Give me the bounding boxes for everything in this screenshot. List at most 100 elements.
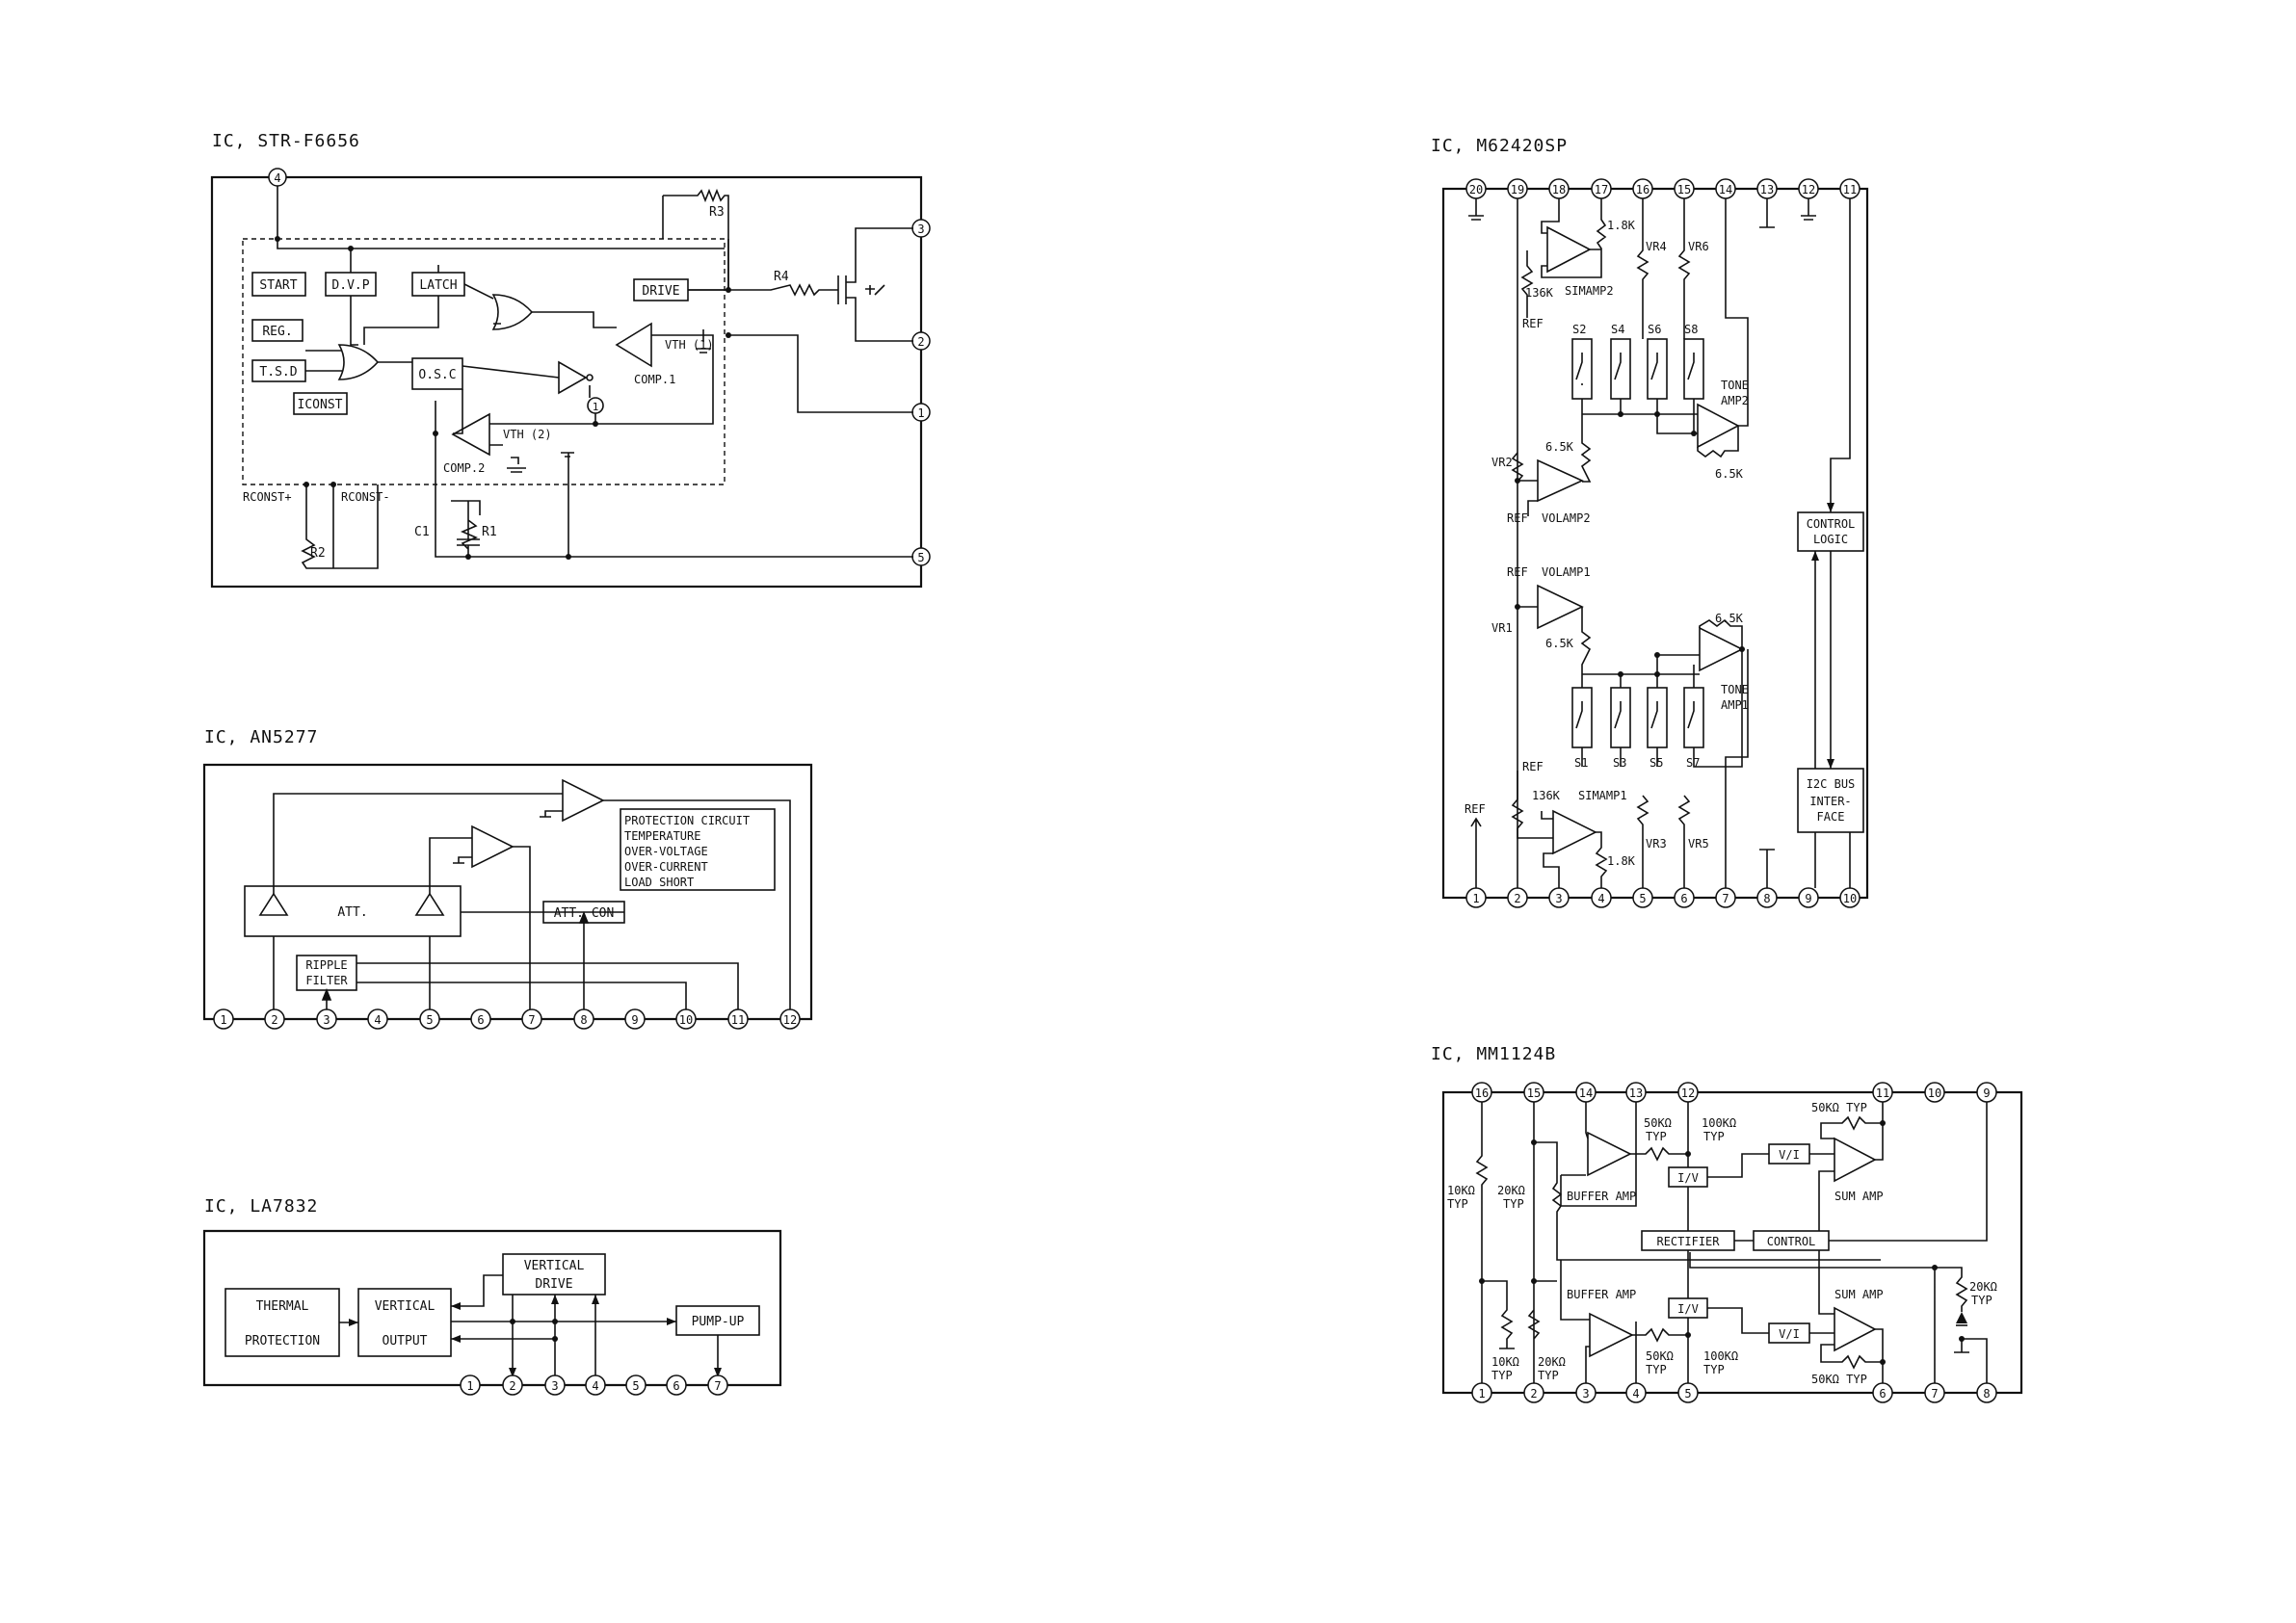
svg-text:14: 14 [1579,1086,1593,1100]
str-drive-label: DRIVE [642,284,679,299]
la-vout-line-2: OUTPUT [383,1334,428,1348]
diagram-mm1124b: 16 15 14 13 12 11 10 9 1 2 3 4 5 6 7 8 I… [1441,1082,2023,1403]
m6-opamps [1537,225,1744,855]
str-rconst-minus: RCONST- [341,490,390,504]
diagram-an5277: ATT. ATT. CON RIPPLE FILTER PROTECTION C… [202,763,813,1030]
str-reg-block [251,319,303,342]
svg-text:REF: REF [1507,565,1528,579]
svg-text:7: 7 [1931,1387,1938,1400]
svg-text:TYP: TYP [1503,1197,1524,1211]
la-vdrive-line-2: DRIVE [535,1277,572,1292]
svg-text:2: 2 [1514,892,1520,905]
svg-text:V/I: V/I [1779,1148,1800,1162]
str-osc-block [411,357,463,390]
svg-text:5: 5 [632,1379,639,1393]
svg-text:13: 13 [1760,183,1774,196]
svg-text:16: 16 [1636,183,1649,196]
svg-text:10KΩ: 10KΩ [1491,1355,1519,1369]
mm-outline [1441,1090,2023,1395]
la-vdrive-block [502,1253,606,1296]
svg-text:RECTIFIER: RECTIFIER [1656,1235,1720,1248]
title-la7832: IC, LA7832 [204,1196,319,1217]
svg-text:TYP: TYP [1703,1363,1725,1376]
m6-pins-bottom: 1 2 3 4 5 6 7 8 9 10 [1465,887,1861,908]
svg-text:S1: S1 [1574,756,1588,770]
m6-i2c-line-2: INTER- [1809,795,1851,808]
svg-text:7: 7 [714,1379,721,1393]
title-an5277: IC, AN5277 [204,727,319,747]
la-vdrive-line-1: VERTICAL [524,1259,585,1273]
svg-text:20KΩ: 20KΩ [1538,1355,1566,1369]
svg-text:VR1: VR1 [1491,621,1513,635]
la-arrows [349,1295,722,1377]
str-r2-label: R2 [310,546,326,561]
str-r3-label: R3 [709,205,725,220]
svg-text:S8: S8 [1684,323,1698,336]
title-str-f6656: IC, STR-F6656 [212,131,360,151]
an-protection-line-5: LOAD SHORT [624,876,694,889]
m6-i2c-line-1: I2C BUS [1807,777,1856,791]
la-thermal-line-1: THERMAL [256,1299,309,1314]
svg-text:BUFFER AMP: BUFFER AMP [1567,1190,1636,1203]
svg-text:VR5: VR5 [1688,837,1709,851]
svg-text:11: 11 [1876,1086,1889,1100]
svg-text:SIMAMP1: SIMAMP1 [1578,789,1627,802]
an-protection-line-2: TEMPERATURE [624,829,700,843]
str-reg-label: REG. [262,325,292,339]
svg-text:VR2: VR2 [1491,456,1513,469]
svg-text:3: 3 [1555,892,1562,905]
svg-text:1: 1 [1472,892,1479,905]
svg-text:136K: 136K [1532,789,1561,802]
str-r4-label: R4 [774,270,789,284]
svg-text:6: 6 [477,1013,484,1027]
str-r1-label: R1 [482,525,497,539]
svg-text:I/V: I/V [1677,1302,1699,1316]
svg-text:1: 1 [593,401,599,413]
str-iconst-label: ICONST [298,398,343,412]
svg-text:17: 17 [1595,183,1608,196]
an-pins: 1 2 3 4 5 6 7 8 9 10 11 12 [213,1008,801,1030]
svg-text:1.8K: 1.8K [1607,219,1636,232]
str-vth2-label: VTH (2) [503,428,552,441]
str-pin-5: 5 [911,547,931,566]
str-control-boundary [242,238,726,485]
svg-text:9: 9 [1983,1086,1990,1100]
svg-text:19: 19 [1511,183,1524,196]
svg-text:1.8K: 1.8K [1607,854,1636,868]
svg-text:8: 8 [1983,1387,1990,1400]
svg-text:6.5K: 6.5K [1715,467,1744,481]
mm-opamps [1587,1131,1877,1358]
svg-text:VR4: VR4 [1646,240,1667,253]
svg-text:10: 10 [679,1013,693,1027]
str-iconst-block [293,392,348,415]
svg-text:I/V: I/V [1677,1171,1699,1185]
svg-text:REF: REF [1465,802,1486,816]
svg-text:3: 3 [551,1379,558,1393]
svg-text:18: 18 [1552,183,1566,196]
svg-text:REF: REF [1522,760,1544,773]
svg-text:V/I: V/I [1779,1327,1800,1341]
svg-text:6: 6 [673,1379,679,1393]
str-vth1-label: VTH (1) [665,338,714,352]
svg-text:TONE: TONE [1721,683,1749,696]
svg-text:2: 2 [271,1013,277,1027]
svg-text:6: 6 [1879,1387,1886,1400]
an-filter-label: FILTER [305,974,348,987]
an-ripple-label: RIPPLE [305,958,347,972]
svg-text:VR3: VR3 [1646,837,1667,851]
svg-text:5: 5 [917,551,924,564]
svg-text:SUM AMP: SUM AMP [1834,1288,1884,1301]
str-pin-2: 2 [911,331,931,351]
svg-text:VOLAMP2: VOLAMP2 [1542,511,1591,525]
svg-text:AMP2: AMP2 [1721,394,1749,407]
svg-text:1: 1 [220,1013,226,1027]
svg-text:REF: REF [1522,317,1544,330]
svg-text:5: 5 [1684,1387,1691,1400]
str-osc-label: O.S.C [418,368,456,382]
svg-text:TONE: TONE [1721,379,1749,392]
svg-text:9: 9 [631,1013,638,1027]
svg-text:1: 1 [917,406,924,420]
svg-text:8: 8 [1763,892,1770,905]
svg-text:3: 3 [1582,1387,1589,1400]
str-rconst-plus: RCONST+ [243,490,292,504]
